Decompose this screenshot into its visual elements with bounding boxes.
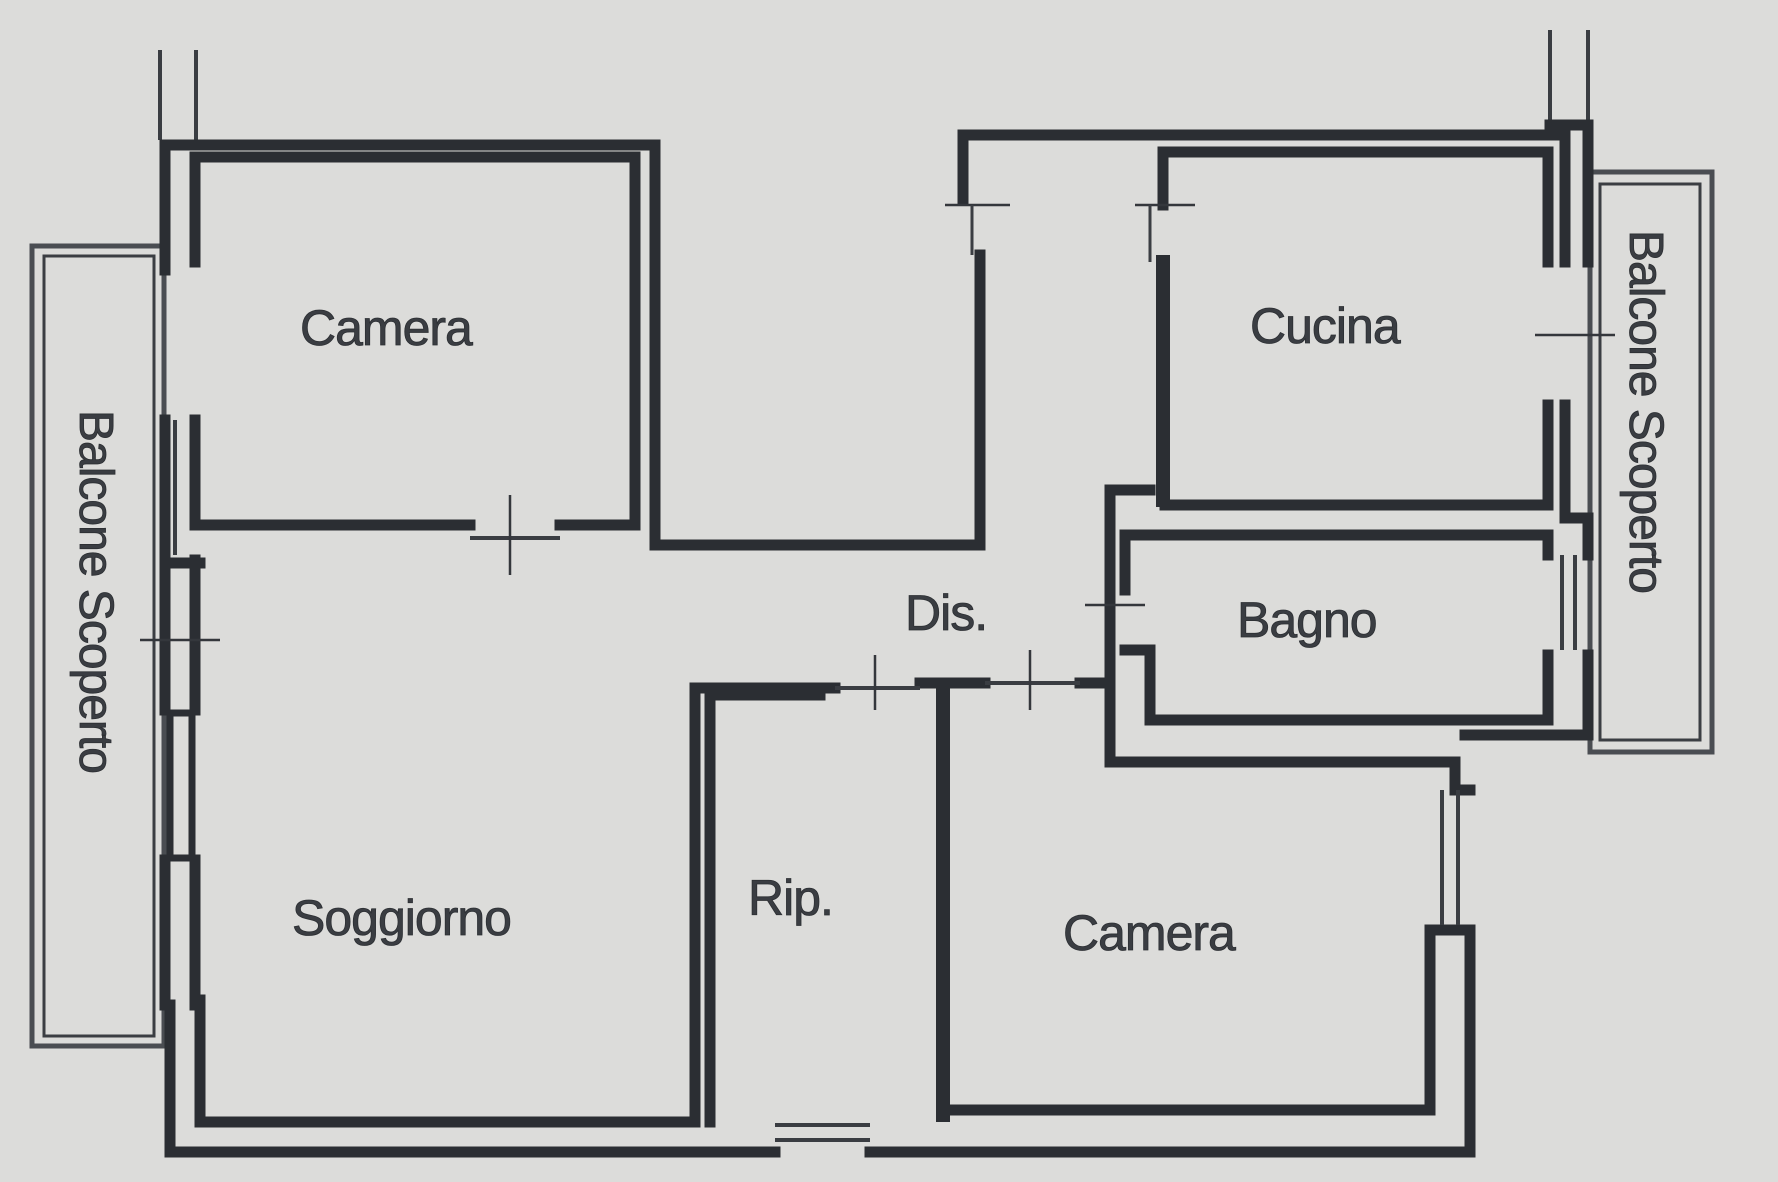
balcony-label-right: Balcone Scoperto <box>1619 230 1672 593</box>
room-label-dis: Dis. <box>905 585 987 641</box>
balcony-label-left: Balcone Scoperto <box>69 410 122 773</box>
room-label-camera-top: Camera <box>300 300 473 356</box>
room-label-camera-bottom: Camera <box>1063 905 1236 961</box>
room-label-cucina: Cucina <box>1250 298 1401 354</box>
openings <box>140 203 1615 710</box>
room-label-rip: Rip. <box>748 870 833 926</box>
room-label-bagno: Bagno <box>1237 592 1377 648</box>
balcony-right <box>1587 169 1715 755</box>
walls <box>158 30 1594 1158</box>
room-label-soggiorno: Soggiorno <box>292 890 511 946</box>
